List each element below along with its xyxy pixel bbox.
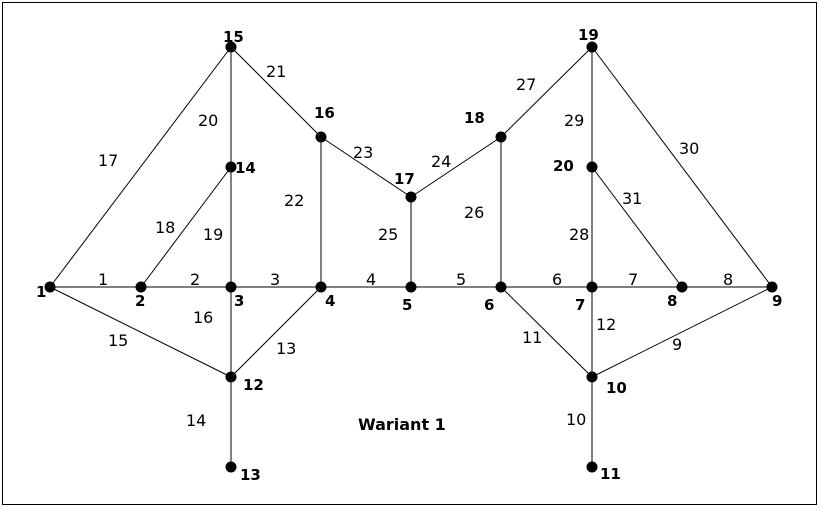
node-14 xyxy=(225,161,237,173)
node-19 xyxy=(586,41,598,53)
node-12 xyxy=(225,371,237,383)
edge-label: 12 xyxy=(596,315,616,334)
edge-label: 7 xyxy=(628,270,638,289)
node-label: 8 xyxy=(667,292,677,310)
node-6 xyxy=(495,281,507,293)
edge-label: 14 xyxy=(186,411,206,430)
edge-21 xyxy=(230,46,322,138)
edge-24 xyxy=(410,136,502,198)
edge-17 xyxy=(49,46,232,288)
node-label: 12 xyxy=(243,376,264,394)
edge-label: 1 xyxy=(98,270,108,289)
diagram-title: Wariant 1 xyxy=(358,415,446,434)
node-label: 6 xyxy=(484,296,494,314)
node-label: 2 xyxy=(135,292,145,310)
edge-label: 10 xyxy=(566,410,586,429)
edge-label: 29 xyxy=(564,111,584,130)
node-4 xyxy=(315,281,327,293)
node-label: 7 xyxy=(575,296,585,314)
node-label: 16 xyxy=(314,104,335,122)
edge-label: 3 xyxy=(270,270,280,289)
diagram-frame xyxy=(2,2,817,505)
node-7 xyxy=(586,281,598,293)
node-label: 4 xyxy=(325,292,335,310)
edge-label: 30 xyxy=(679,139,699,158)
node-label: 18 xyxy=(464,109,485,127)
edge-18 xyxy=(140,166,232,288)
node-label: 3 xyxy=(234,292,244,310)
node-label: 5 xyxy=(402,296,412,314)
node-label: 1 xyxy=(36,283,46,301)
edge-label: 19 xyxy=(203,225,223,244)
edge-label: 11 xyxy=(522,328,542,347)
node-8 xyxy=(676,281,688,293)
edge-13 xyxy=(230,286,322,378)
node-label: 15 xyxy=(223,28,244,46)
node-20 xyxy=(586,161,598,173)
node-label: 9 xyxy=(772,292,782,310)
edge-label: 16 xyxy=(193,308,213,327)
edge-label: 28 xyxy=(569,225,589,244)
edge-label: 18 xyxy=(155,218,175,237)
node-15 xyxy=(225,41,237,53)
node-label: 10 xyxy=(606,379,627,397)
node-18 xyxy=(495,131,507,143)
edge-label: 2 xyxy=(190,270,200,289)
node-17 xyxy=(405,191,417,203)
node-label: 17 xyxy=(394,170,415,188)
edge-label: 27 xyxy=(516,75,536,94)
node-11 xyxy=(586,461,598,473)
edge-label: 9 xyxy=(672,335,682,354)
edge-31 xyxy=(591,166,683,288)
edge-label: 4 xyxy=(366,270,376,289)
edge-label: 17 xyxy=(98,151,118,170)
edge-label: 26 xyxy=(464,203,484,222)
node-label: 20 xyxy=(553,157,574,175)
edge-label: 13 xyxy=(276,339,296,358)
edge-label: 5 xyxy=(456,270,466,289)
node-label: 14 xyxy=(235,159,256,177)
node-9 xyxy=(766,281,778,293)
edge-11 xyxy=(500,286,593,378)
edge-label: 22 xyxy=(284,191,304,210)
edge-23 xyxy=(320,136,412,198)
edge-30 xyxy=(591,46,773,288)
node-5 xyxy=(405,281,417,293)
node-16 xyxy=(315,131,327,143)
node-label: 13 xyxy=(240,466,261,484)
node-label: 11 xyxy=(600,465,621,483)
node-3 xyxy=(225,281,237,293)
node-label: 19 xyxy=(578,26,599,44)
edge-label: 24 xyxy=(431,152,451,171)
node-10 xyxy=(586,371,598,383)
edge-27 xyxy=(500,46,593,138)
edge-label: 31 xyxy=(622,189,642,208)
edge-label: 8 xyxy=(723,270,733,289)
edge-label: 25 xyxy=(378,225,398,244)
edge-15 xyxy=(49,286,232,378)
edge-label: 6 xyxy=(552,270,562,289)
edge-label: 23 xyxy=(353,143,373,162)
edge-label: 20 xyxy=(198,111,218,130)
node-2 xyxy=(135,281,147,293)
node-13 xyxy=(225,461,237,473)
node-1 xyxy=(44,281,56,293)
edge-9 xyxy=(591,286,773,378)
edge-label: 15 xyxy=(108,331,128,350)
edge-label: 21 xyxy=(266,62,286,81)
